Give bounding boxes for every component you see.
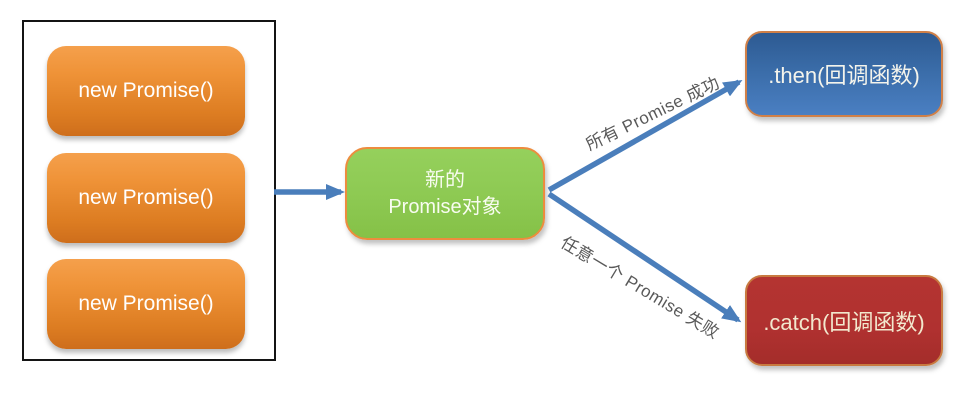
new-promise-object-line2: Promise对象: [388, 195, 502, 218]
promise-box-2-label: new Promise(): [78, 186, 214, 209]
promise-box-1: new Promise(): [47, 46, 245, 136]
new-promise-object-line1: 新的: [425, 168, 465, 191]
then-node-label: .then(回调函数): [768, 63, 920, 88]
promise-box-3: new Promise(): [47, 259, 245, 349]
success-edge-label: 所有 Promise 成功: [582, 73, 723, 155]
then-node: .then(回调函数): [745, 31, 943, 117]
failure-edge-label: 任意一个 Promise 失败: [557, 232, 723, 343]
promise-group-container: new Promise() new Promise() new Promise(…: [22, 20, 276, 361]
arrow-success-to-then: [547, 79, 743, 193]
new-promise-object-node: 新的 Promise对象: [345, 147, 545, 240]
promise-box-3-label: new Promise(): [78, 292, 214, 315]
catch-node-label: .catch(回调函数): [763, 309, 925, 335]
promise-box-2: new Promise(): [47, 153, 245, 243]
catch-node: .catch(回调函数): [745, 275, 943, 366]
promise-box-1-label: new Promise(): [78, 79, 214, 102]
